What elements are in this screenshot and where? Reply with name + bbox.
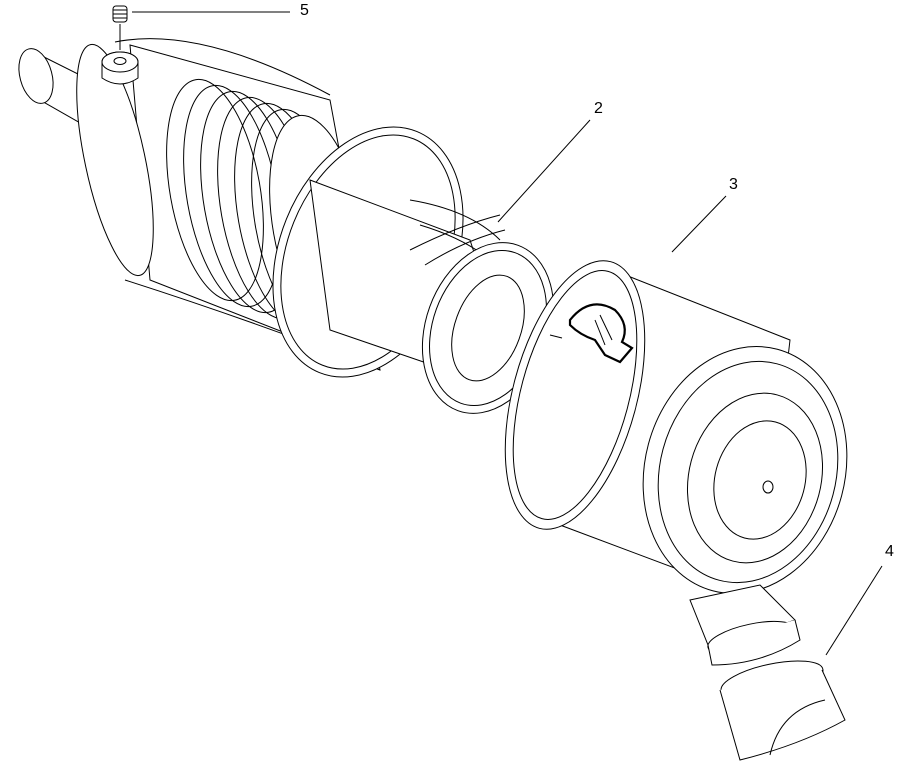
callout-5: 5	[300, 2, 309, 19]
callout-3: 3	[729, 176, 738, 193]
screw-part-5	[112, 5, 128, 50]
callout-2: 2	[594, 100, 603, 117]
cover-latch-clamp	[549, 303, 634, 364]
leader-lines	[132, 11, 883, 656]
outlet-elbow-part-4	[689, 584, 846, 761]
callout-4: 4	[885, 543, 894, 560]
cover-part-3	[504, 260, 848, 601]
